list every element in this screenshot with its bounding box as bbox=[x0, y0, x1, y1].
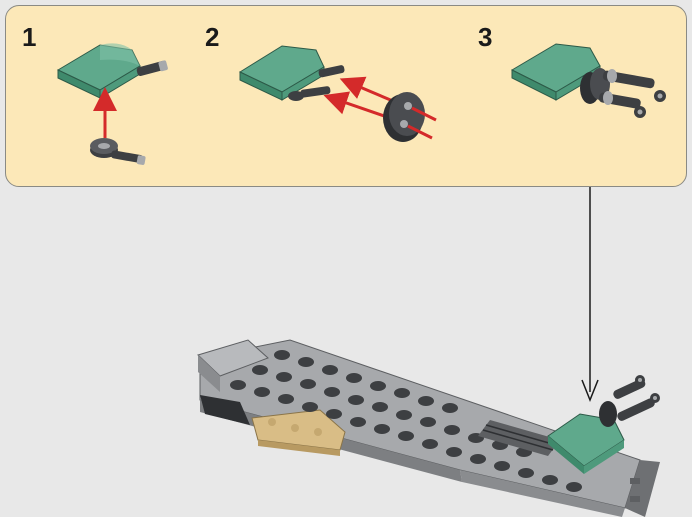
round-clip-piece bbox=[90, 138, 146, 165]
attached-engine-assembly bbox=[599, 375, 660, 427]
grille-tile bbox=[478, 420, 560, 456]
plate-edge-detail bbox=[630, 496, 640, 502]
red-arrow-left-icon bbox=[323, 91, 391, 120]
step-number-1: 1 bbox=[22, 22, 37, 52]
bar-pieces bbox=[288, 65, 345, 101]
attached-green-slope-brick bbox=[547, 413, 625, 474]
engine-assembly bbox=[580, 68, 666, 118]
red-arrow-tail bbox=[407, 124, 433, 140]
step-3-illustration bbox=[510, 43, 666, 118]
callout-arrow-icon bbox=[581, 187, 599, 403]
green-slope-brick bbox=[510, 43, 601, 101]
green-slope-brick bbox=[56, 43, 141, 99]
step-1-illustration bbox=[56, 43, 168, 165]
bar-piece bbox=[136, 60, 168, 77]
main-model-illustration bbox=[197, 339, 660, 517]
plate-edge-detail bbox=[630, 478, 640, 484]
red-arrow-tail bbox=[411, 106, 437, 122]
step-2-illustration bbox=[238, 45, 437, 142]
step-number-3: 3 bbox=[478, 22, 493, 52]
step-number-2: 2 bbox=[205, 22, 220, 52]
